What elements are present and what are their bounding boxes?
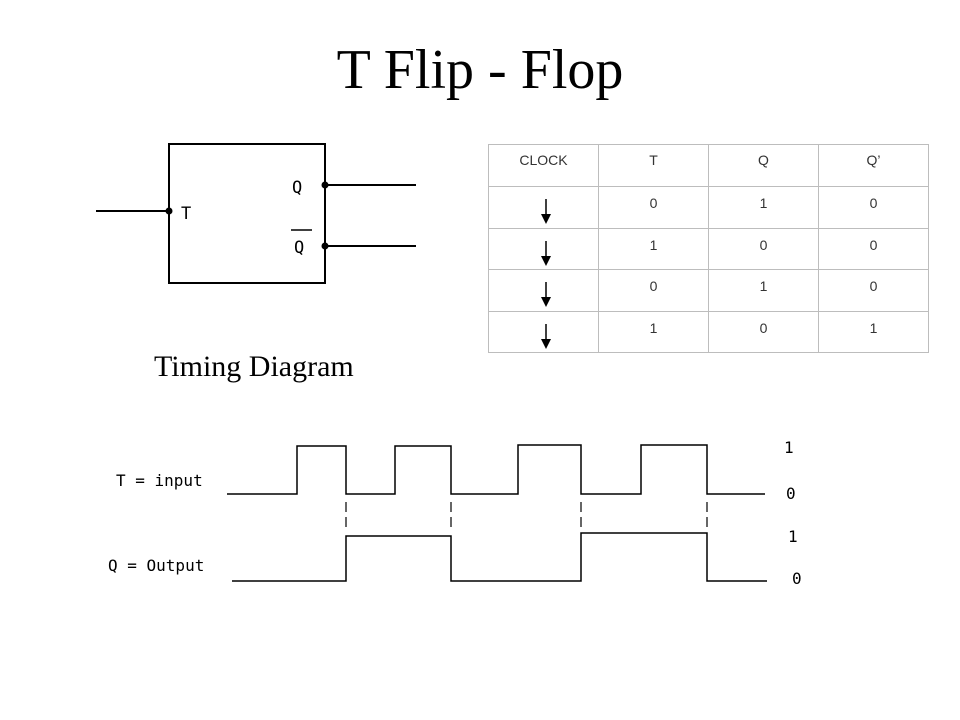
table-row: 0 1 0	[488, 186, 929, 229]
clock-cell	[488, 269, 599, 312]
arrow-down-icon	[541, 199, 551, 224]
t-signal-label: T = input	[116, 471, 203, 490]
header-q-prime: Q’	[818, 144, 929, 187]
q-cell: 0	[708, 227, 819, 270]
t-waveform	[227, 444, 765, 495]
t-cell: 0	[598, 186, 709, 229]
t-cell: 1	[598, 310, 709, 353]
clock-edge-markers	[345, 502, 708, 527]
truth-table-header: CLOCK T Q Q’	[488, 144, 929, 187]
q-prime-cell: 1	[818, 310, 929, 353]
arrow-down-icon	[541, 240, 551, 266]
q-pin-label: Q	[292, 178, 302, 198]
clock-cell	[488, 186, 599, 229]
header-q: Q	[708, 144, 819, 187]
t-low-level-label: 0	[786, 484, 796, 503]
q-high-level-label: 1	[788, 527, 798, 546]
qbar-pin-label: Q	[294, 238, 304, 258]
t-high-level-label: 1	[784, 438, 794, 457]
q-cell: 0	[708, 310, 819, 353]
t-pin-label: T	[181, 204, 191, 224]
header-clock: CLOCK	[488, 144, 599, 187]
arrow-down-icon	[541, 282, 551, 307]
arrow-down-icon	[541, 323, 551, 349]
q-low-level-label: 0	[792, 569, 802, 588]
q-signal-label: Q = Output	[108, 556, 204, 575]
clock-cell	[488, 227, 599, 270]
header-t: T	[598, 144, 709, 187]
t-input-node	[165, 207, 173, 215]
page-title: T Flip - Flop	[336, 39, 624, 101]
q-prime-cell: 0	[818, 269, 929, 312]
table-row: 1 0 0	[488, 227, 929, 270]
truth-table: CLOCK T Q Q’ 0 1 0 1 0 0 0 1 0 1 0 1	[488, 144, 929, 353]
timing-diagram-heading: Timing Diagram	[154, 350, 354, 383]
q-waveform	[232, 532, 767, 582]
q-cell: 1	[708, 269, 819, 312]
clock-cell	[488, 310, 599, 353]
table-row: 1 0 1	[488, 310, 929, 353]
